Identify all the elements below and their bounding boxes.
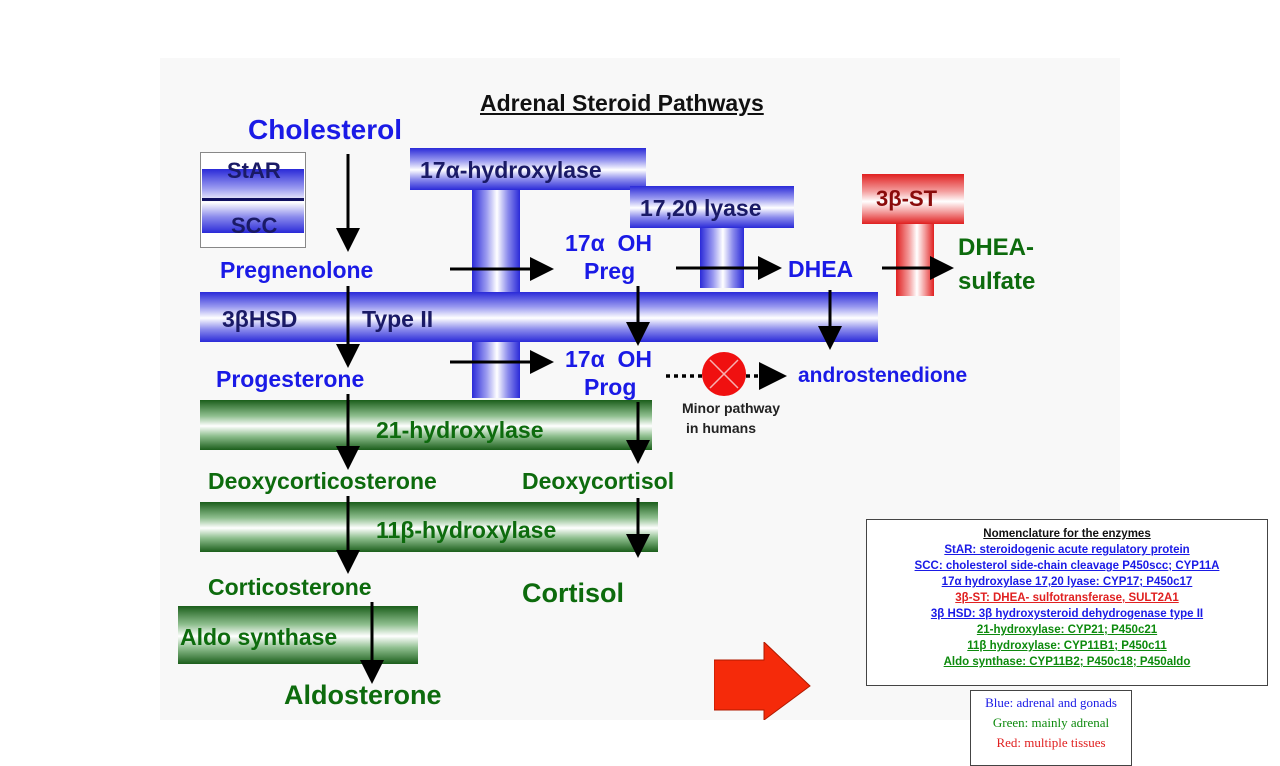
minor-pathway-line2: in humans [686,420,757,436]
legend-green: Green: mainly adrenal [992,715,1110,730]
st3b-vertical-bar [896,222,934,296]
enzyme-type2: Type II [362,306,434,332]
star-scc-gradient [202,169,304,233]
hsd3b-bar [200,292,878,342]
compound-cortisol: Cortisol [522,578,625,608]
legend-red: Red: multiple tissues [996,735,1106,750]
nomenclature-box: Nomenclature for the enzymes StAR: stero… [866,519,1268,686]
compound-dhea: DHEA [788,256,854,282]
compound-oh-prog-line1: 17α OH [565,346,653,372]
nomenclature-item: SCC: cholesterol side-chain cleavage P45… [914,560,1220,572]
enzyme-hsd3b: 3βHSD [222,306,298,332]
enzyme-hydroxylase11b: 11β-hydroxylase [376,517,557,543]
nomenclature-item: 21-hydroxylase: CYP21; P450c21 [976,624,1158,636]
compound-deoxycortisol: Deoxycortisol [522,468,675,494]
hydroxylase17a-bar [410,148,646,190]
enzyme-lyase1720: 17,20 lyase [640,195,762,221]
enzyme-hydroxylase17a: 17α-hydroxylase [420,157,602,183]
nomenclature-heading: Nomenclature for the enzymes [983,528,1151,540]
pathway-arrows [336,154,954,684]
enzyme-aldo-synthase: Aldo synthase [180,624,338,650]
compound-oh-preg-line2: Preg [584,258,636,284]
nomenclature-item: Aldo synthase: CYP11B2; P450c18; P450ald… [943,656,1191,668]
enzyme-st3b: 3β-ST [876,186,938,211]
slide: Adrenal Steroid Pathways Cholesterol StA… [160,58,1268,766]
minor-pathway-line1: Minor pathway [682,400,781,416]
nomenclature-item: 3β-ST: DHEA- sulfotransferase, SULT2A1 [955,592,1179,604]
enzyme-hydroxylase21: 21-hydroxylase [376,417,544,443]
star-scc-box: StAR SCC [200,152,306,248]
nomenclature-item: 17α hydroxylase 17,20 lyase: CYP17; P450… [941,576,1193,588]
compound-pregnenolone: Pregnenolone [220,257,374,283]
color-legend: Blue: adrenal and gonads Green: mainly a… [970,690,1132,766]
pointer-arrow-icon [714,642,811,720]
compound-corticosterone: Corticosterone [208,574,372,600]
nomenclature-item: StAR: steroidogenic acute regulatory pro… [944,544,1190,556]
star-scc-divider [202,198,304,201]
lyase-bar [630,186,794,228]
enzyme-scc: SCC [231,213,278,238]
hydroxylase11b-bar [200,502,658,552]
nomenclature-item: 3β HSD: 3β hydroxysteroid dehydrogenase … [930,608,1204,620]
compound-androstenedione: androstenedione [798,364,968,387]
enzyme-star: StAR [227,158,281,183]
page-title: Adrenal Steroid Pathways [480,90,764,116]
legend-blue: Blue: adrenal and gonads [985,695,1117,710]
compound-oh-prog-line2: Prog [584,374,637,400]
compound-cholesterol: Cholesterol [248,114,403,145]
st3b-bar [862,174,964,224]
compound-aldosterone: Aldosterone [284,680,442,710]
compound-deoxycorticosterone: Deoxycorticosterone [208,468,437,494]
hydroxylase21-bar [200,400,652,450]
nomenclature-item: 11β hydroxylase: CYP11B1; P450c11 [967,640,1167,652]
aldo-synthase-bar [178,606,418,664]
compound-dhea-sulfate-line1: DHEA- [958,234,1034,261]
lyase-vertical-bar [700,226,744,288]
compound-dhea-sulfate-line2: sulfate [958,268,1036,295]
compound-oh-preg-line1: 17α OH [565,230,653,256]
compound-progesterone: Progesterone [216,366,365,392]
